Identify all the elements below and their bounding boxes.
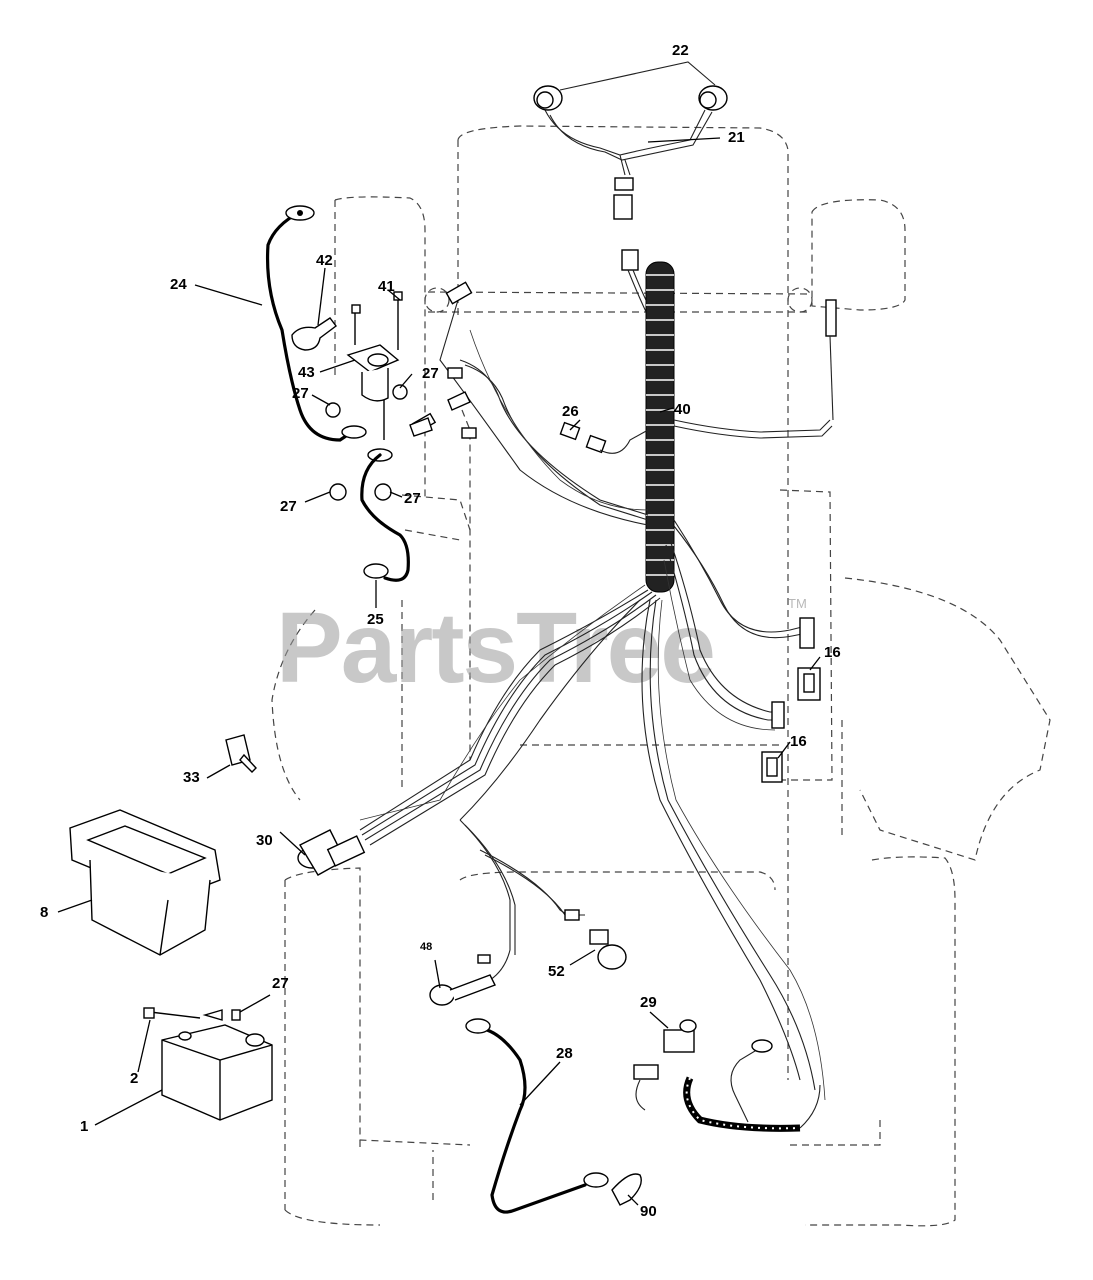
callout-22: 22 bbox=[672, 42, 689, 59]
callout-27-d: 27 bbox=[404, 490, 421, 507]
callout-27-c: 27 bbox=[280, 498, 297, 515]
main-harness bbox=[411, 249, 837, 593]
callout-27-b: 27 bbox=[292, 385, 309, 402]
callout-26: 26 bbox=[562, 403, 579, 420]
callout-25: 25 bbox=[367, 611, 384, 628]
callout-42: 42 bbox=[316, 252, 333, 269]
watermark-trademark: TM bbox=[788, 596, 807, 611]
callout-30: 30 bbox=[256, 832, 273, 849]
callout-16-a: 16 bbox=[824, 644, 841, 661]
callout-27-a: 27 bbox=[422, 365, 439, 382]
leader-lines bbox=[57, 267, 821, 1206]
callout-27-e: 27 bbox=[272, 975, 289, 992]
callout-24: 24 bbox=[170, 276, 187, 293]
callout-29: 29 bbox=[640, 994, 657, 1011]
callout-43: 43 bbox=[298, 364, 315, 381]
lower-components bbox=[429, 909, 821, 1214]
callout-90: 90 bbox=[640, 1203, 657, 1220]
callout-33: 33 bbox=[183, 769, 200, 786]
solenoid-assembly bbox=[265, 205, 471, 582]
callout-1: 1 bbox=[80, 1118, 88, 1135]
callout-28: 28 bbox=[556, 1045, 573, 1062]
watermark: PartsTree TM bbox=[276, 592, 807, 704]
callout-48: 48 bbox=[420, 941, 432, 953]
ignition-wires bbox=[359, 584, 826, 1101]
callout-21: 21 bbox=[728, 129, 745, 146]
key-and-ignition bbox=[225, 734, 366, 876]
harness-coil-sheath bbox=[645, 261, 675, 593]
callout-2: 2 bbox=[130, 1070, 138, 1087]
coil-cord bbox=[683, 1076, 801, 1132]
battery bbox=[143, 1007, 273, 1121]
callout-labels: 22 21 24 42 41 43 27 27 27 27 26 40 25 1… bbox=[40, 42, 841, 1220]
headlight-assembly bbox=[533, 61, 728, 220]
callout-8: 8 bbox=[40, 904, 48, 921]
battery-box bbox=[69, 809, 221, 956]
callout-40: 40 bbox=[674, 401, 691, 418]
callout-16-b: 16 bbox=[790, 733, 807, 750]
callout-52: 52 bbox=[548, 963, 565, 980]
connector-16-wires bbox=[663, 519, 821, 783]
callout-41: 41 bbox=[378, 278, 395, 295]
